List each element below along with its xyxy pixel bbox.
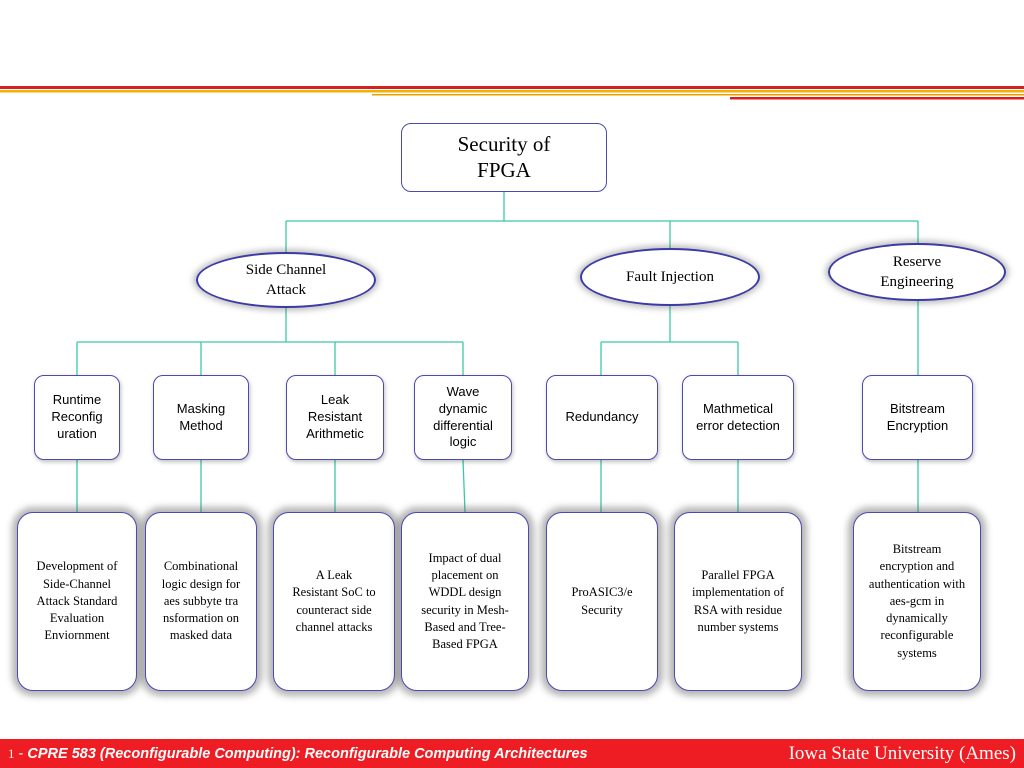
method-mathmetical-error-detection: Mathmetical error detection	[682, 375, 794, 460]
method-label: Mathmetical error detection	[696, 400, 780, 433]
category-label: Reserve Engineering	[880, 253, 954, 290]
category-fault-injection: Fault Injection	[580, 248, 760, 306]
method-label: Wave dynamic differential logic	[433, 383, 493, 450]
paper-label: Bitstream encryption and authentication …	[868, 542, 966, 660]
course-title: CPRE 583 (Reconfigurable Computing): Rec…	[27, 745, 588, 762]
paper-label: A Leak Resistant SoC to counteract side …	[292, 568, 376, 634]
header-stripes	[0, 86, 1024, 100]
method-label: Redundancy	[565, 409, 639, 425]
paper-label: Impact of dual placement on WDDL design …	[421, 550, 509, 651]
method-redundancy: Redundancy	[546, 375, 658, 460]
slide-number: 1	[8, 745, 15, 761]
footer-bar: 1 - CPRE 583 (Reconfigurable Computing):…	[0, 739, 1024, 768]
paper-label: ProASIC3/e Security	[571, 585, 633, 617]
method-label: Bitstream Encryption	[886, 400, 949, 433]
paper-combinational-logic-aes: Combinational logic design for aes subby…	[145, 512, 257, 691]
paper-label: Development of Side-Channel Attack Stand…	[36, 559, 118, 643]
method-runtime-reconfiguration: Runtime Reconfig uration	[34, 375, 120, 460]
method-masking: Masking Method	[153, 375, 249, 460]
paper-bitstream-aes-gcm: Bitstream encryption and authentication …	[853, 512, 981, 691]
method-wave-dynamic-differential-logic: Wave dynamic differential logic	[414, 375, 512, 460]
paper-side-channel-evaluation: Development of Side-Channel Attack Stand…	[17, 512, 137, 691]
category-label: Side Channel Attack	[245, 261, 327, 298]
paper-label: Combinational logic design for aes subby…	[161, 559, 241, 643]
paper-parallel-fpga-rsa: Parallel FPGA implementation of RSA with…	[674, 512, 802, 691]
root-label: Security of FPGA	[457, 132, 551, 182]
method-label: Masking Method	[176, 400, 226, 433]
paper-wddl-dual-placement: Impact of dual placement on WDDL design …	[401, 512, 529, 691]
category-reserve-engineering: Reserve Engineering	[828, 243, 1006, 301]
footer-separator: -	[14, 745, 28, 762]
category-label: Fault Injection	[626, 268, 714, 285]
connector-lines	[76, 192, 919, 513]
paper-label: Parallel FPGA implementation of RSA with…	[692, 568, 784, 634]
university-name: Iowa State University (Ames)	[788, 742, 1016, 764]
footer-course-info: 1 - CPRE 583 (Reconfigurable Computing):…	[8, 746, 588, 762]
category-side-channel-attack: Side Channel Attack	[196, 252, 376, 308]
paper-proasic3-security: ProASIC3/e Security	[546, 512, 658, 691]
paper-leak-resistant-soc: A Leak Resistant SoC to counteract side …	[273, 512, 395, 691]
method-label: Runtime Reconfig uration	[51, 392, 103, 441]
method-bitstream-encryption: Bitstream Encryption	[862, 375, 973, 460]
method-label: Leak Resistant Arithmetic	[306, 392, 364, 441]
root-node: Security of FPGA	[401, 123, 607, 192]
method-leak-resistant-arithmetic: Leak Resistant Arithmetic	[286, 375, 384, 460]
